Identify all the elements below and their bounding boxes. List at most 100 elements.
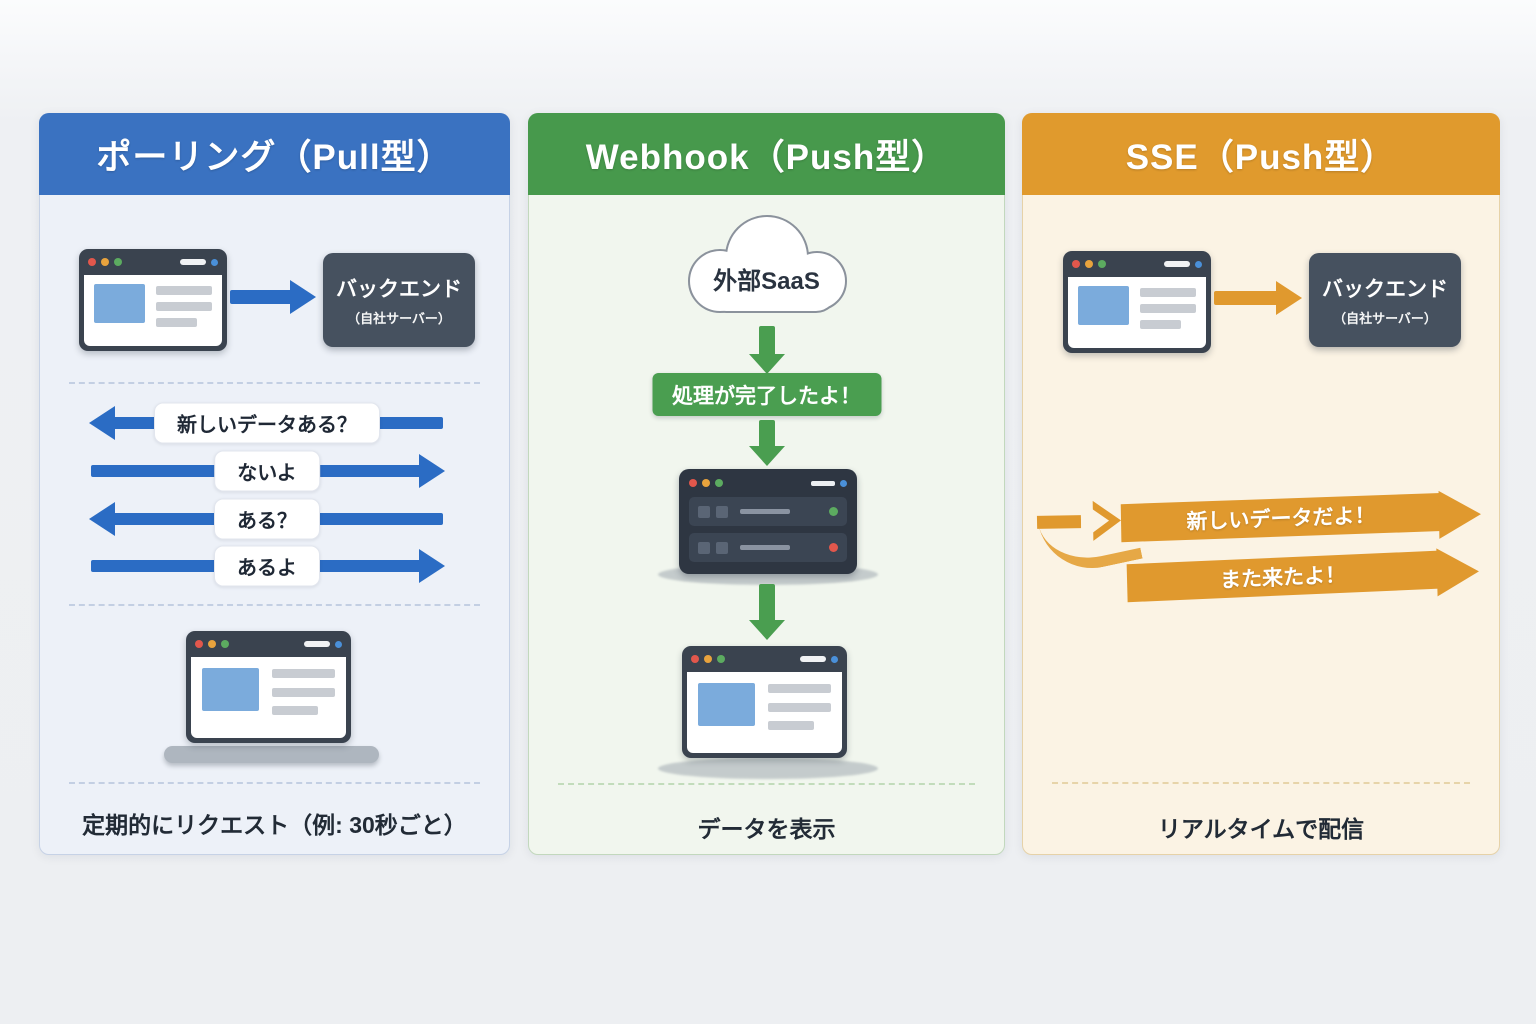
cloud-icon: 外部SaaS [662,209,872,327]
panel-webhook: Webhook（Push型） 外部SaaS [528,113,1005,855]
window-dot-blue-icon [211,258,218,266]
content-line [155,285,213,295]
content-line [271,687,336,697]
polling-exchange-row: ある？ [89,498,445,540]
arrow-shaft [759,420,775,448]
panel-sse-header: SSE（Push型） [1022,113,1500,195]
window-controls [186,631,351,657]
request-arrow-icon [230,280,316,314]
content-line [1139,287,1197,297]
server-dot-yellow-icon [702,479,710,487]
polling-caption: 定期的にリクエスト（例: 30秒ごと） [82,812,467,838]
arrow-head-down-icon [749,620,785,640]
connect-arrow-icon [1214,281,1302,315]
content-line [767,721,815,731]
backend-sublabel: （自社サーバー） [1333,311,1437,326]
window-dot-yellow-icon [208,640,216,648]
dashed-divider [69,604,480,606]
panel-sse-title: SSE（Push型） [1125,137,1397,177]
arrow-head-down-icon [749,446,785,466]
content-line [767,702,832,712]
sse-stream-ribbon: また来たよ！ [1120,547,1480,603]
window-dot-red-icon [195,640,203,648]
panel-polling-header: ポーリング（Pull型） [39,113,510,195]
sse-caption: リアルタイムで配信 [1157,816,1365,842]
webhook-event-label: 処理が完了したよ！ [652,373,881,416]
server-drive-icon [716,505,728,518]
arrow-head-right-icon [419,454,445,488]
server-unit [689,533,847,562]
browser-content [84,275,222,346]
content-line [1139,303,1197,313]
push-arrow-icon [749,420,785,466]
browser-window-icon [79,249,227,351]
arrow-head-icon [1436,547,1480,597]
webhook-caption: データを表示 [697,816,836,842]
arrow-head-left-icon [89,406,115,440]
window-dot-yellow-icon [1085,260,1093,268]
message-label: 新しいデータある？ [154,402,380,444]
server-dash [811,480,835,486]
backend-box: バックエンド （自社サーバー） [1309,253,1461,347]
content-line [767,684,832,694]
server-drive-icon [698,505,710,518]
address-bar-icon [1164,261,1190,267]
window-dot-yellow-icon [704,655,712,663]
arrow-head-left-icon [89,502,115,536]
panel-sse: SSE（Push型） バックエンド （自社サーバー） [1022,113,1500,855]
panel-webhook-title: Webhook（Push型） [585,137,948,177]
arrow-head-icon [290,280,316,314]
backend-label: バックエンド [336,278,462,301]
window-dot-blue-icon [831,655,838,663]
server-led-green-icon [829,507,838,516]
arrow-head-right-icon [419,549,445,583]
server-dot-green-icon [715,479,723,487]
stream-message-label: 新しいデータだよ！ [1120,493,1442,543]
window-dot-blue-icon [335,640,342,648]
content-line [271,706,319,716]
server-dot-blue-icon [840,479,847,487]
server-vent [740,509,790,514]
address-bar-icon [180,259,206,265]
arrow-head-icon [1438,490,1482,539]
content-image-placeholder [1077,286,1129,325]
polling-exchange-row: 新しいデータある？ [89,402,445,444]
laptop-browser-icon [186,631,351,743]
backend-box: バックエンド （自社サーバー） [323,253,475,347]
push-arrow-icon [749,584,785,640]
content-line [271,669,336,679]
window-dot-blue-icon [1195,260,1202,268]
server-unit [689,497,847,526]
dashed-divider [1052,782,1470,784]
content-image-placeholder [201,667,260,712]
arrow-head-icon [1276,281,1302,315]
content-line [155,301,213,311]
message-label: あるよ [214,545,320,587]
server-drive-icon [716,541,728,554]
window-dot-yellow-icon [101,258,109,266]
window-dot-red-icon [691,655,699,663]
dashed-divider [69,382,480,384]
polling-exchange-row: ないよ [89,450,445,492]
server-status-row [689,476,847,490]
arrow-shaft [759,326,775,356]
content-image-placeholder [93,284,145,323]
backend-sublabel: （自社サーバー） [347,311,451,326]
backend-label: バックエンド [1322,278,1448,301]
server-led-red-icon [829,543,838,552]
window-dot-red-icon [1072,260,1080,268]
push-arrow-icon [749,326,785,374]
window-dot-green-icon [1098,260,1106,268]
browser-content [191,657,346,738]
panel-polling-title: ポーリング（Pull型） [96,137,453,177]
panel-polling: ポーリング（Pull型） バックエンド （自社サーバー） [39,113,510,855]
message-label: ある？ [214,498,320,540]
arrow-shaft [230,290,294,304]
window-dot-red-icon [88,258,96,266]
browser-shadow [658,758,878,779]
browser-window-icon [682,646,847,758]
browser-content [1068,277,1206,348]
dashed-divider [69,782,480,784]
message-label: ないよ [214,450,320,492]
